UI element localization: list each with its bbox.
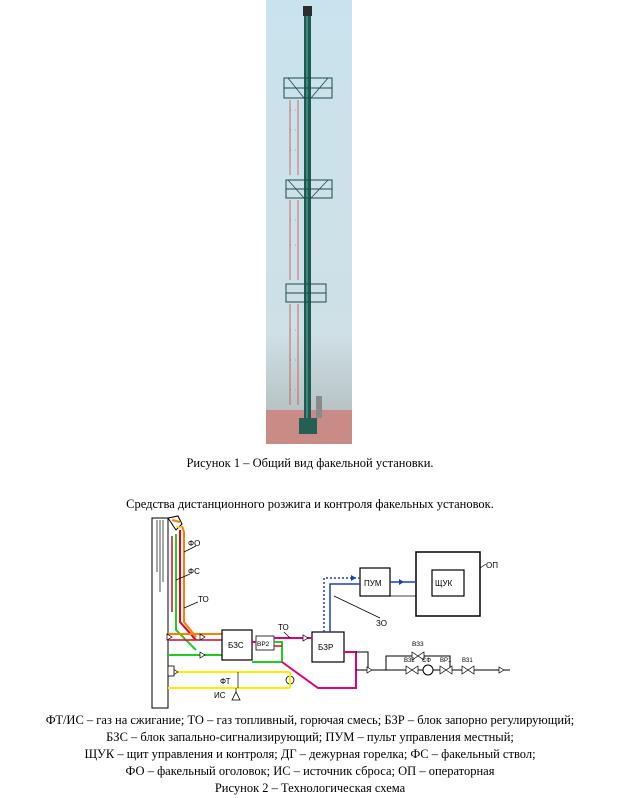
label-to-mid: ТО [278,623,289,632]
legend-line-4: ФО – факельный оголовок; ИС – источник с… [125,764,495,778]
label-sf: СФ [422,658,431,664]
label-vz2: ВЗ2 [404,658,415,664]
flare-stack-photo [266,0,352,444]
label-vr1: ВР1 [440,658,452,664]
block-pum [359,567,391,597]
flare-stack [151,517,169,709]
label-op: ОП [486,561,498,570]
figure2-caption: Рисунок 2 – Технологическая схема [214,781,406,795]
technological-scheme-diagram: ФО ФС ТО БЗС ВР2 ТО БЗР [151,515,510,709]
label-ft: ФТ [220,677,231,686]
block-bzr [311,631,345,663]
block-bzs [221,629,253,661]
label-bzr: БЗР [318,643,333,652]
label-fs: ФС [188,567,200,576]
label-to-top: ТО [198,595,209,604]
block-shchuk [431,569,465,597]
legend-line-1: ФТ/ИС – газ на сжигание; ТО – газ топлив… [45,713,575,727]
figure1-caption: Рисунок 1 – Общий вид факельной установк… [186,456,434,470]
label-pum: ПУМ [364,579,382,588]
label-is: ИС [214,691,226,700]
label-bzs: БЗС [228,641,244,650]
legend-line-2: БЗС – блок запально-сигнализирующий; ПУМ… [106,730,514,744]
legend-line-3: ЩУК – щит управления и контроля; ДГ – де… [84,747,536,761]
label-shchuk: ЩУК [435,579,453,588]
section-heading: Средства дистанционного розжига и контро… [126,497,494,511]
label-zo: ЗО [376,619,387,628]
label-fo: ФО [188,539,200,548]
label-vr2: ВР2 [257,641,270,648]
label-vz3: ВЗ3 [412,641,424,648]
label-vz1: ВЗ1 [462,658,473,664]
